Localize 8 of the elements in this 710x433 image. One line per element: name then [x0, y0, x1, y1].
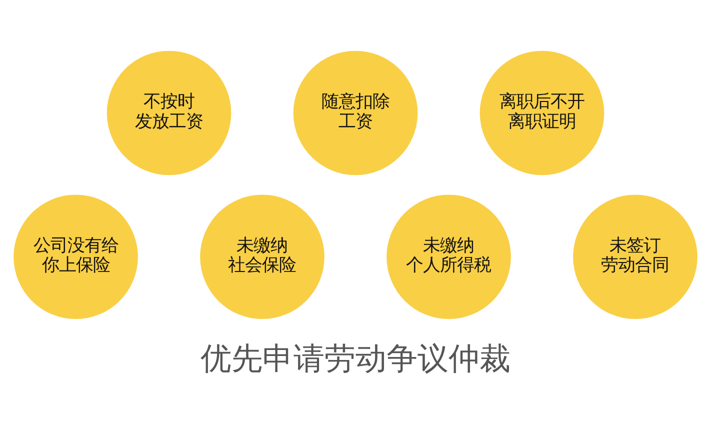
node-circle: 未缴纳社会保险 — [200, 194, 324, 319]
node-circle: 不按时发放工资 — [106, 50, 231, 175]
caption: 优先申请劳动争议仲裁 — [200, 340, 510, 376]
node-circle: 随意扣除工资 — [292, 50, 418, 175]
node-circle: 未签订劳动合同 — [572, 194, 697, 319]
node-circle: 离职后不开离职证明 — [479, 50, 604, 175]
node-circle: 未缴纳个人所得税 — [386, 194, 510, 319]
node-circle: 公司没有给你上保险 — [13, 194, 138, 319]
